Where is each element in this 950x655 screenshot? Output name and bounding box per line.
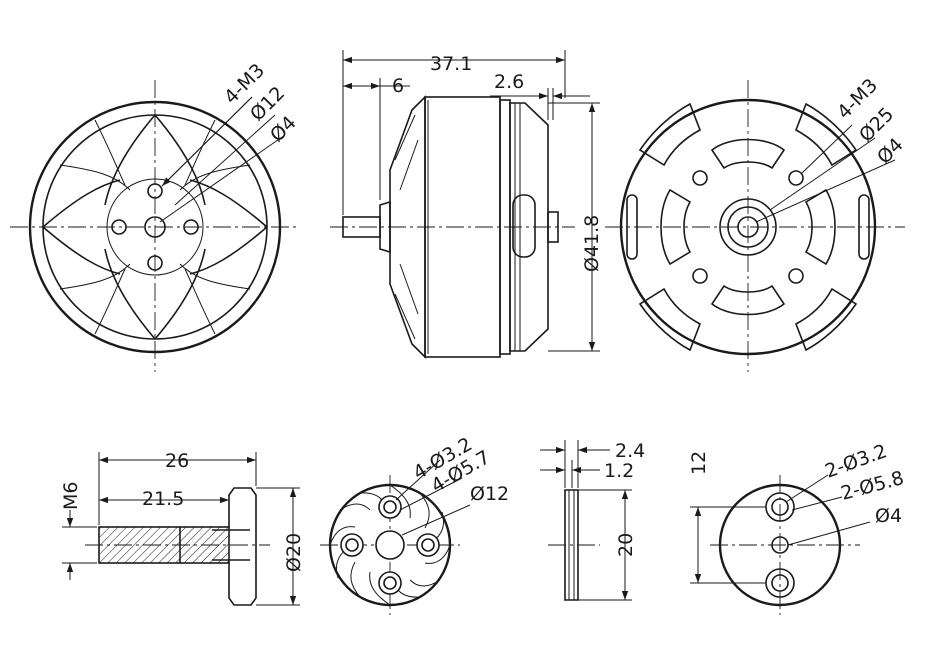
washer-d4-label: Ø4 bbox=[875, 505, 902, 527]
side-shaft-dim: 6 bbox=[392, 75, 404, 97]
adapter-thread-dim: M6 bbox=[60, 482, 82, 510]
front-d4-label: Ø4 bbox=[266, 112, 301, 147]
adapter-d12-label: Ø12 bbox=[470, 483, 509, 505]
side-diameter-dim: Ø41.8 bbox=[581, 215, 603, 272]
washer-thickness-a-dim: 2.4 bbox=[615, 440, 645, 462]
prop-adapter-front-view: 4-Ø3.2 4-Ø5.7 Ø12 bbox=[320, 433, 509, 615]
washer-thickness-b-dim: 1.2 bbox=[604, 460, 634, 482]
prop-adapter-side-view: 26 21.5 M6 Ø20 bbox=[60, 450, 305, 606]
adapter-diameter-dim: Ø20 bbox=[283, 533, 305, 572]
side-length-dim: 37.1 bbox=[430, 53, 472, 75]
back-view: 4-M3 Ø25 Ø4 bbox=[605, 74, 908, 372]
washer-side-view: 2.4 1.2 20 bbox=[540, 440, 645, 601]
side-gap-dim: 2.6 bbox=[494, 71, 524, 93]
front-view: 4-M3 Ø12 Ø4 bbox=[10, 59, 301, 372]
side-view: 37.1 6 2.6 Ø41.8 bbox=[330, 50, 603, 359]
adapter-thread-length-dim: 21.5 bbox=[142, 488, 184, 510]
washer-height-dim: 20 bbox=[615, 533, 637, 557]
back-d4-label: Ø4 bbox=[873, 134, 908, 169]
adapter-length-dim: 26 bbox=[165, 450, 189, 472]
washer-front-view: 12 2-Ø3.2 2-Ø5.8 Ø4 bbox=[688, 440, 906, 615]
front-spokes bbox=[42, 114, 268, 340]
washer-hole-spacing-dim: 12 bbox=[688, 451, 710, 475]
